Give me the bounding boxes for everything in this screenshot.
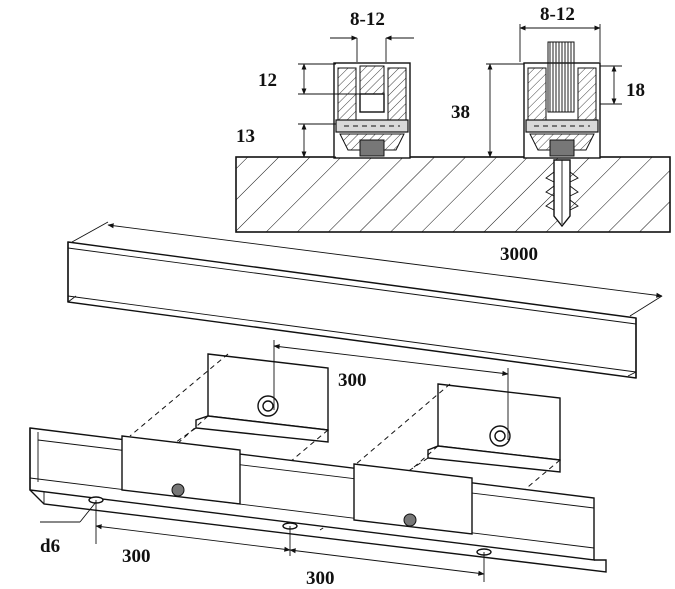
clip-left — [195, 353, 329, 443]
dimension-lines-section — [298, 24, 622, 158]
wall-plug — [545, 159, 579, 228]
screw-right — [403, 513, 417, 527]
glass-pane-right — [547, 41, 575, 113]
clip-right — [427, 383, 561, 473]
profile-rail — [67, 221, 663, 379]
right-profile — [523, 41, 601, 228]
dim-label-300-bottom-right: 300 — [306, 568, 335, 589]
dim-label-3000: 3000 — [500, 244, 538, 265]
dim-label-gap-left: 8-12 — [350, 9, 385, 30]
base-rail — [29, 353, 607, 582]
dim-label-13: 13 — [236, 126, 255, 147]
screw-left — [171, 483, 185, 497]
mounting-clips — [195, 340, 561, 473]
cross-section: 8-12 8-12 12 13 38 18 — [235, 4, 671, 233]
dim-label-18: 18 — [626, 80, 645, 101]
dim-label-12: 12 — [258, 70, 277, 91]
mounting-surface — [235, 156, 671, 233]
dim-label-gap-right: 8-12 — [540, 4, 575, 25]
hole-diameter-label: d6 — [40, 536, 60, 557]
dim-label-38: 38 — [451, 102, 470, 123]
glass-pane-left — [359, 65, 385, 95]
left-profile — [333, 62, 411, 159]
dim-label-300-bottom-left: 300 — [122, 546, 151, 567]
dim-label-300-top: 300 — [338, 370, 367, 391]
